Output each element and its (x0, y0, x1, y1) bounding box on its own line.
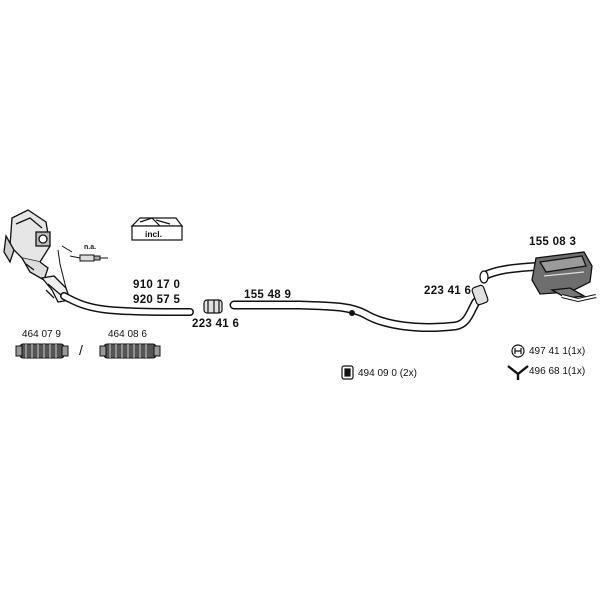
middle-pipe-drawing (229, 297, 481, 332)
catalytic-converter-drawing (3, 209, 73, 303)
bracket-icon (507, 365, 529, 380)
front-pipe-a-label: 910 17 0 (133, 279, 181, 291)
clamp-rear-label: 223 41 6 (424, 285, 472, 297)
front-pipe-drawing (60, 292, 194, 316)
clamp-front-drawing (203, 299, 223, 314)
mounting-rubber-icon (341, 365, 354, 380)
mounting-rubber-label: 494 09 0 (2x) (358, 368, 417, 379)
bracket-label: 496 68 1(1x) (529, 366, 586, 377)
lambda-sensor-drawing (69, 254, 108, 262)
middle-pipe-label: 155 48 9 (244, 289, 292, 301)
flex-pipe-a-label: 464 07 9 (22, 329, 61, 340)
front-pipe-b-label: 920 57 5 (133, 294, 181, 306)
clamp-front-label: 223 41 6 (192, 318, 240, 330)
flex-pipe-b-drawing (99, 343, 161, 359)
rubber-strap-label: 497 41 1(1x) (529, 346, 586, 357)
catalytic-converter-na-label: n.a. (84, 244, 97, 251)
flex-pipe-b-label: 464 08 6 (108, 329, 147, 340)
flex-pipe-a-drawing (15, 343, 69, 359)
kit-included-label: incl. (145, 229, 163, 239)
clamp-rear-drawing (471, 284, 489, 306)
rear-silencer-drawing (479, 251, 597, 303)
flex-pipe-separator: / (79, 342, 84, 358)
rubber-strap-icon (511, 344, 525, 358)
mounting-kit-box (130, 217, 184, 241)
rear-silencer-label: 155 08 3 (529, 236, 577, 248)
